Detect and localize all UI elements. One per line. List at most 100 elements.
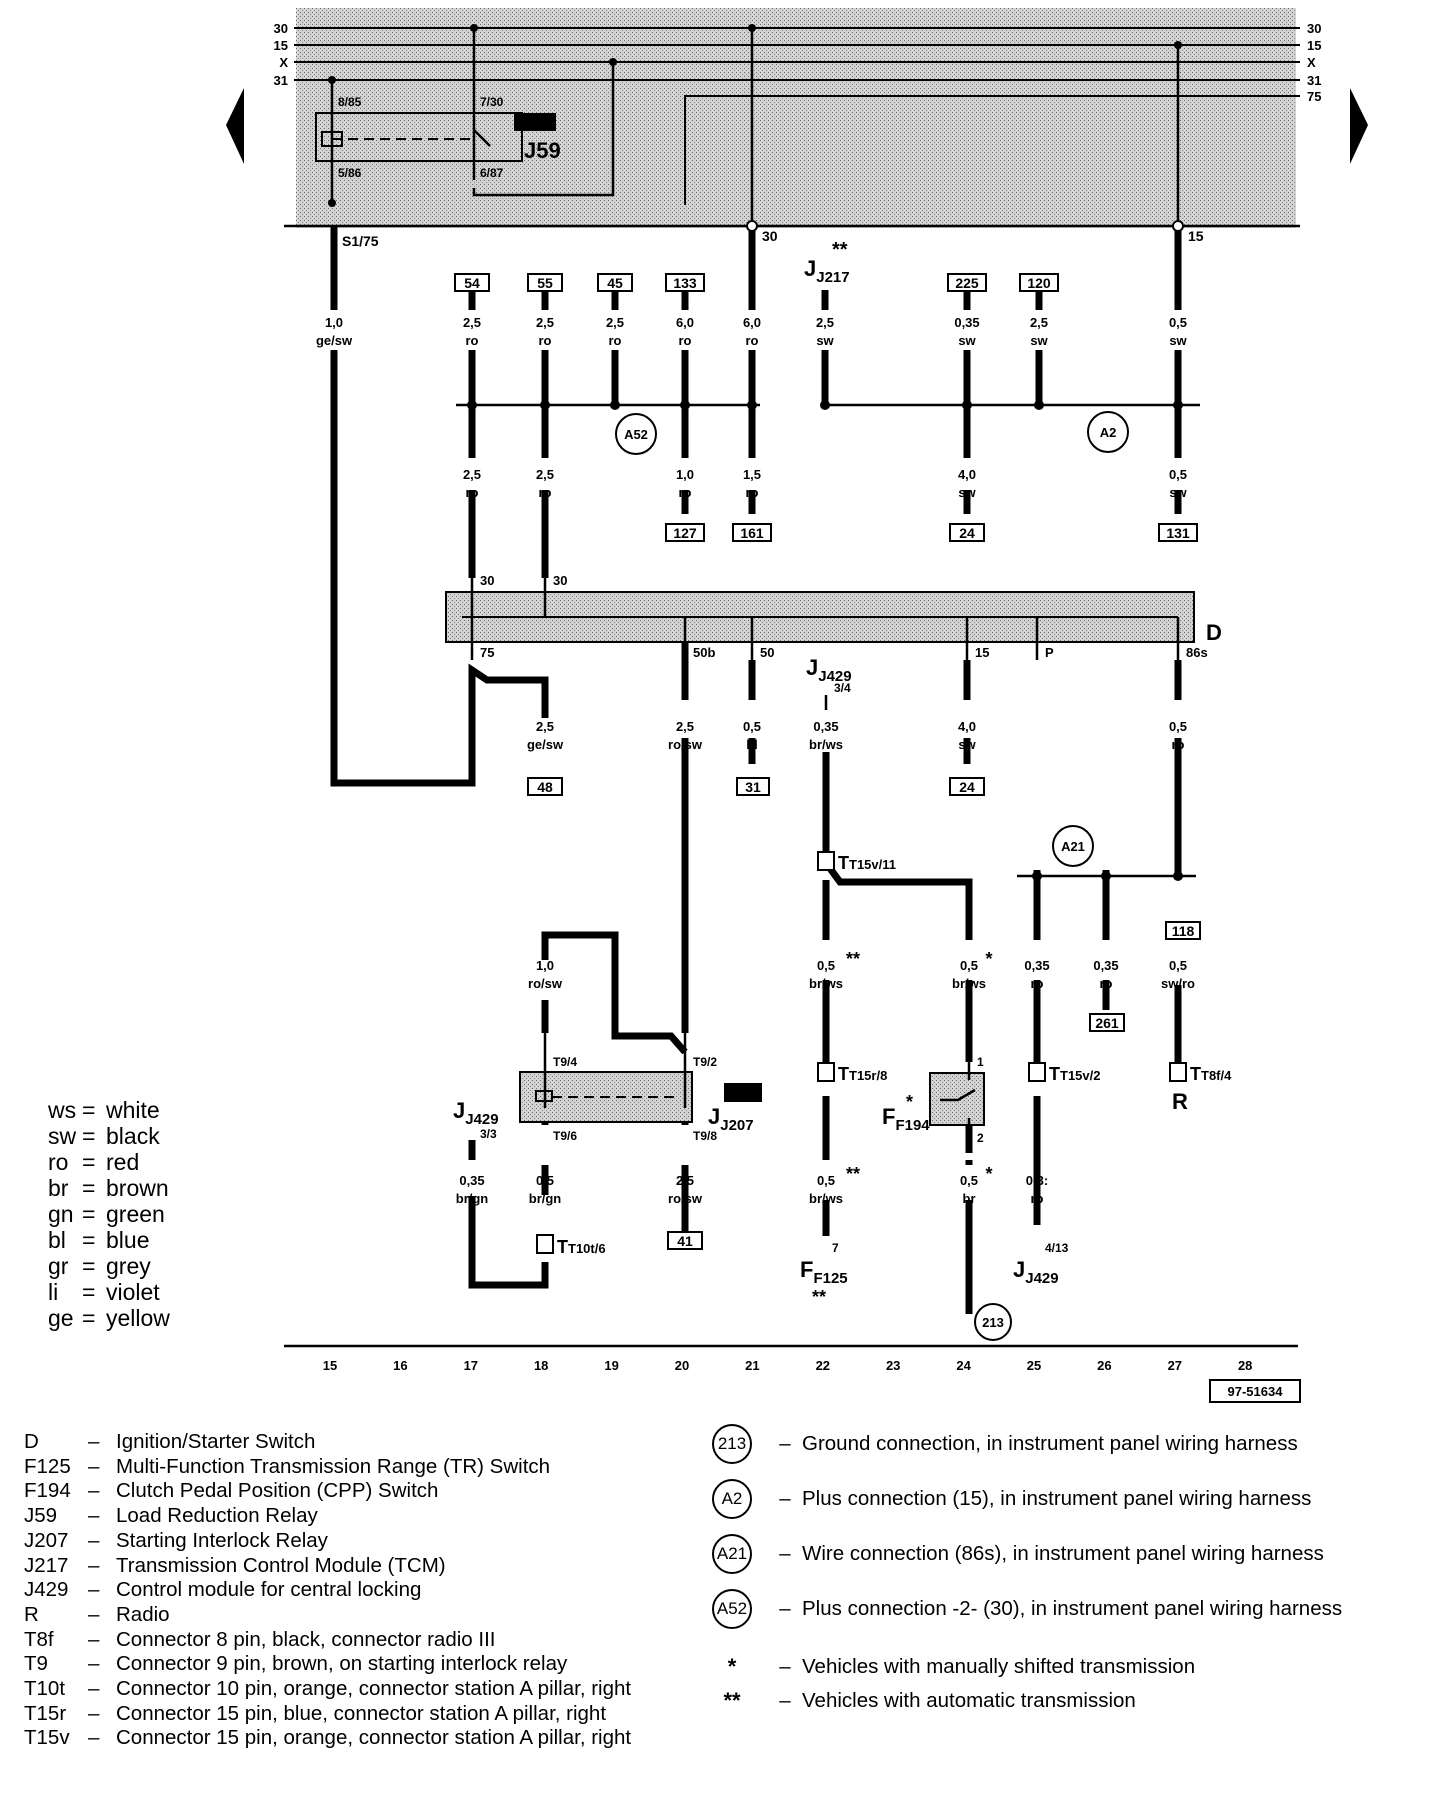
- component-legend-row: T9–Connector 9 pin, brown, on starting i…: [24, 1652, 724, 1677]
- svg-text:1,0: 1,0: [676, 467, 694, 482]
- connection-legend-row: A52–Plus connection -2- (30), in instrum…: [712, 1589, 1342, 1629]
- svg-text:sw: sw: [958, 737, 976, 752]
- svg-text:0,35: 0,35: [813, 719, 838, 734]
- relay-j59: 2 J59 8/85 7/30 5/86 6/87: [315, 24, 617, 207]
- svg-text:15: 15: [975, 645, 989, 660]
- relay-j59-location: 2: [531, 115, 538, 130]
- relay-j59-label: J59: [524, 138, 561, 163]
- svg-text:127: 127: [673, 525, 697, 541]
- connection-a52: A52: [615, 413, 657, 455]
- svg-text:161: 161: [740, 525, 764, 541]
- svg-text:*: *: [985, 1164, 992, 1184]
- connection-symbol: 213: [712, 1424, 752, 1464]
- dash: –: [88, 1627, 100, 1651]
- color-legend-row: li=violet: [48, 1279, 248, 1305]
- svg-text:br/gn: br/gn: [456, 1191, 489, 1206]
- page-next-arrow-icon[interactable]: [1350, 88, 1368, 164]
- svg-text:8/85: 8/85: [338, 95, 362, 109]
- svg-text:0,5: 0,5: [1169, 315, 1187, 330]
- bus-lines: [284, 27, 1300, 228]
- color-name: green: [106, 1201, 165, 1227]
- dash: –: [779, 1689, 791, 1712]
- component-legend-row: J207–Starting Interlock Relay: [24, 1529, 724, 1554]
- scale-number: 28: [1238, 1358, 1252, 1373]
- bus-label-31: 31: [274, 73, 288, 88]
- svg-text:0,3:: 0,3:: [1026, 1173, 1048, 1188]
- svg-text:ro: ro: [539, 485, 552, 500]
- svg-text:0,5: 0,5: [960, 1173, 978, 1188]
- note-mark: **: [723, 1688, 741, 1713]
- component-legend-row: F125–Multi-Function Transmission Range (…: [24, 1455, 724, 1480]
- ignition-switch-label: D: [1206, 620, 1222, 645]
- note-mark: *: [727, 1654, 737, 1679]
- color-name: black: [106, 1123, 160, 1149]
- color-code: ro: [48, 1149, 69, 1175]
- svg-text:T9/4: T9/4: [553, 1055, 577, 1069]
- svg-text:*: *: [985, 949, 992, 969]
- splice-s1-label: S1/75: [342, 233, 379, 249]
- dash: –: [88, 1430, 100, 1453]
- svg-text:2,5: 2,5: [1030, 315, 1048, 330]
- color-legend-row: ws=white: [48, 1097, 248, 1123]
- component-legend-row: T15r–Connector 15 pin, blue, connector s…: [24, 1702, 724, 1727]
- svg-text:3/4: 3/4: [834, 681, 851, 695]
- harness-dots: [467, 400, 1183, 881]
- dash: –: [779, 1432, 791, 1455]
- color-legend-row: gr=grey: [48, 1253, 248, 1279]
- component-code: T9: [24, 1652, 48, 1676]
- connection-desc: Plus connection -2- (30), in instrument …: [802, 1597, 1343, 1620]
- component-legend-row: J217–Transmission Control Module (TCM): [24, 1554, 724, 1579]
- bus-labels-left: 30 15 X 31: [274, 21, 289, 88]
- scale-number: 16: [393, 1358, 407, 1373]
- svg-text:A52: A52: [624, 427, 648, 442]
- bus-tap-15-label: 15: [1188, 228, 1204, 244]
- dash: –: [88, 1504, 100, 1528]
- svg-text:**: **: [812, 1287, 826, 1307]
- component-code: R: [24, 1602, 39, 1626]
- svg-text:**: **: [846, 949, 860, 969]
- bus-taps: [750, 28, 1180, 226]
- scale-number: 25: [1027, 1358, 1041, 1373]
- svg-text:sw: sw: [1169, 485, 1187, 500]
- svg-text:0,35: 0,35: [1024, 958, 1049, 973]
- svg-text:30: 30: [1307, 21, 1321, 36]
- equals-sign: =: [82, 1227, 96, 1253]
- dash: –: [779, 1542, 791, 1565]
- svg-text:sw: sw: [958, 333, 976, 348]
- svg-text:JJ429: JJ429: [1013, 1257, 1059, 1287]
- svg-text:75: 75: [1307, 89, 1321, 104]
- svg-text:T9/6: T9/6: [553, 1129, 577, 1143]
- svg-text:0,5: 0,5: [536, 1173, 554, 1188]
- component-desc: Radio: [116, 1602, 170, 1626]
- j429-top-label: JJ429 3/4: [806, 655, 852, 695]
- scale-number: 21: [745, 1358, 759, 1373]
- relay-panel-shading: [296, 8, 1296, 228]
- component-legend-row: F194–Clutch Pedal Position (CPP) Switch: [24, 1479, 724, 1504]
- svg-text:ro: ro: [466, 485, 479, 500]
- color-legend-row: gn=green: [48, 1201, 248, 1227]
- component-desc: Clutch Pedal Position (CPP) Switch: [116, 1479, 439, 1503]
- svg-text:ro: ro: [609, 333, 622, 348]
- svg-text:0,5: 0,5: [1169, 958, 1187, 973]
- dash: –: [88, 1726, 100, 1750]
- svg-text:TT15v/2: TT15v/2: [1049, 1064, 1100, 1084]
- svg-text:ge/sw: ge/sw: [527, 737, 564, 752]
- page-prev-arrow-icon[interactable]: [226, 88, 244, 164]
- tcm-j217-label: JJ217 **: [804, 239, 850, 286]
- svg-text:ro: ro: [1172, 737, 1185, 752]
- clutch-switch-f194: 1 2 FF194 *: [882, 1055, 985, 1145]
- wire-labels-mid: 2,5ro 2,5ro 1,0ro 1,5ro 4,0sw 0,5sw: [463, 467, 1188, 500]
- component-desc: Load Reduction Relay: [116, 1504, 318, 1528]
- svg-text:ro: ro: [1100, 976, 1113, 991]
- component-desc: Ignition/Starter Switch: [116, 1430, 316, 1453]
- component-legend-row: T8f–Connector 8 pin, black, connector ra…: [24, 1628, 724, 1653]
- svg-text:1,0: 1,0: [536, 958, 554, 973]
- equals-sign: =: [82, 1253, 96, 1279]
- svg-text:ro: ro: [746, 485, 759, 500]
- svg-text:P: P: [1045, 645, 1054, 660]
- bus-label-30: 30: [274, 21, 288, 36]
